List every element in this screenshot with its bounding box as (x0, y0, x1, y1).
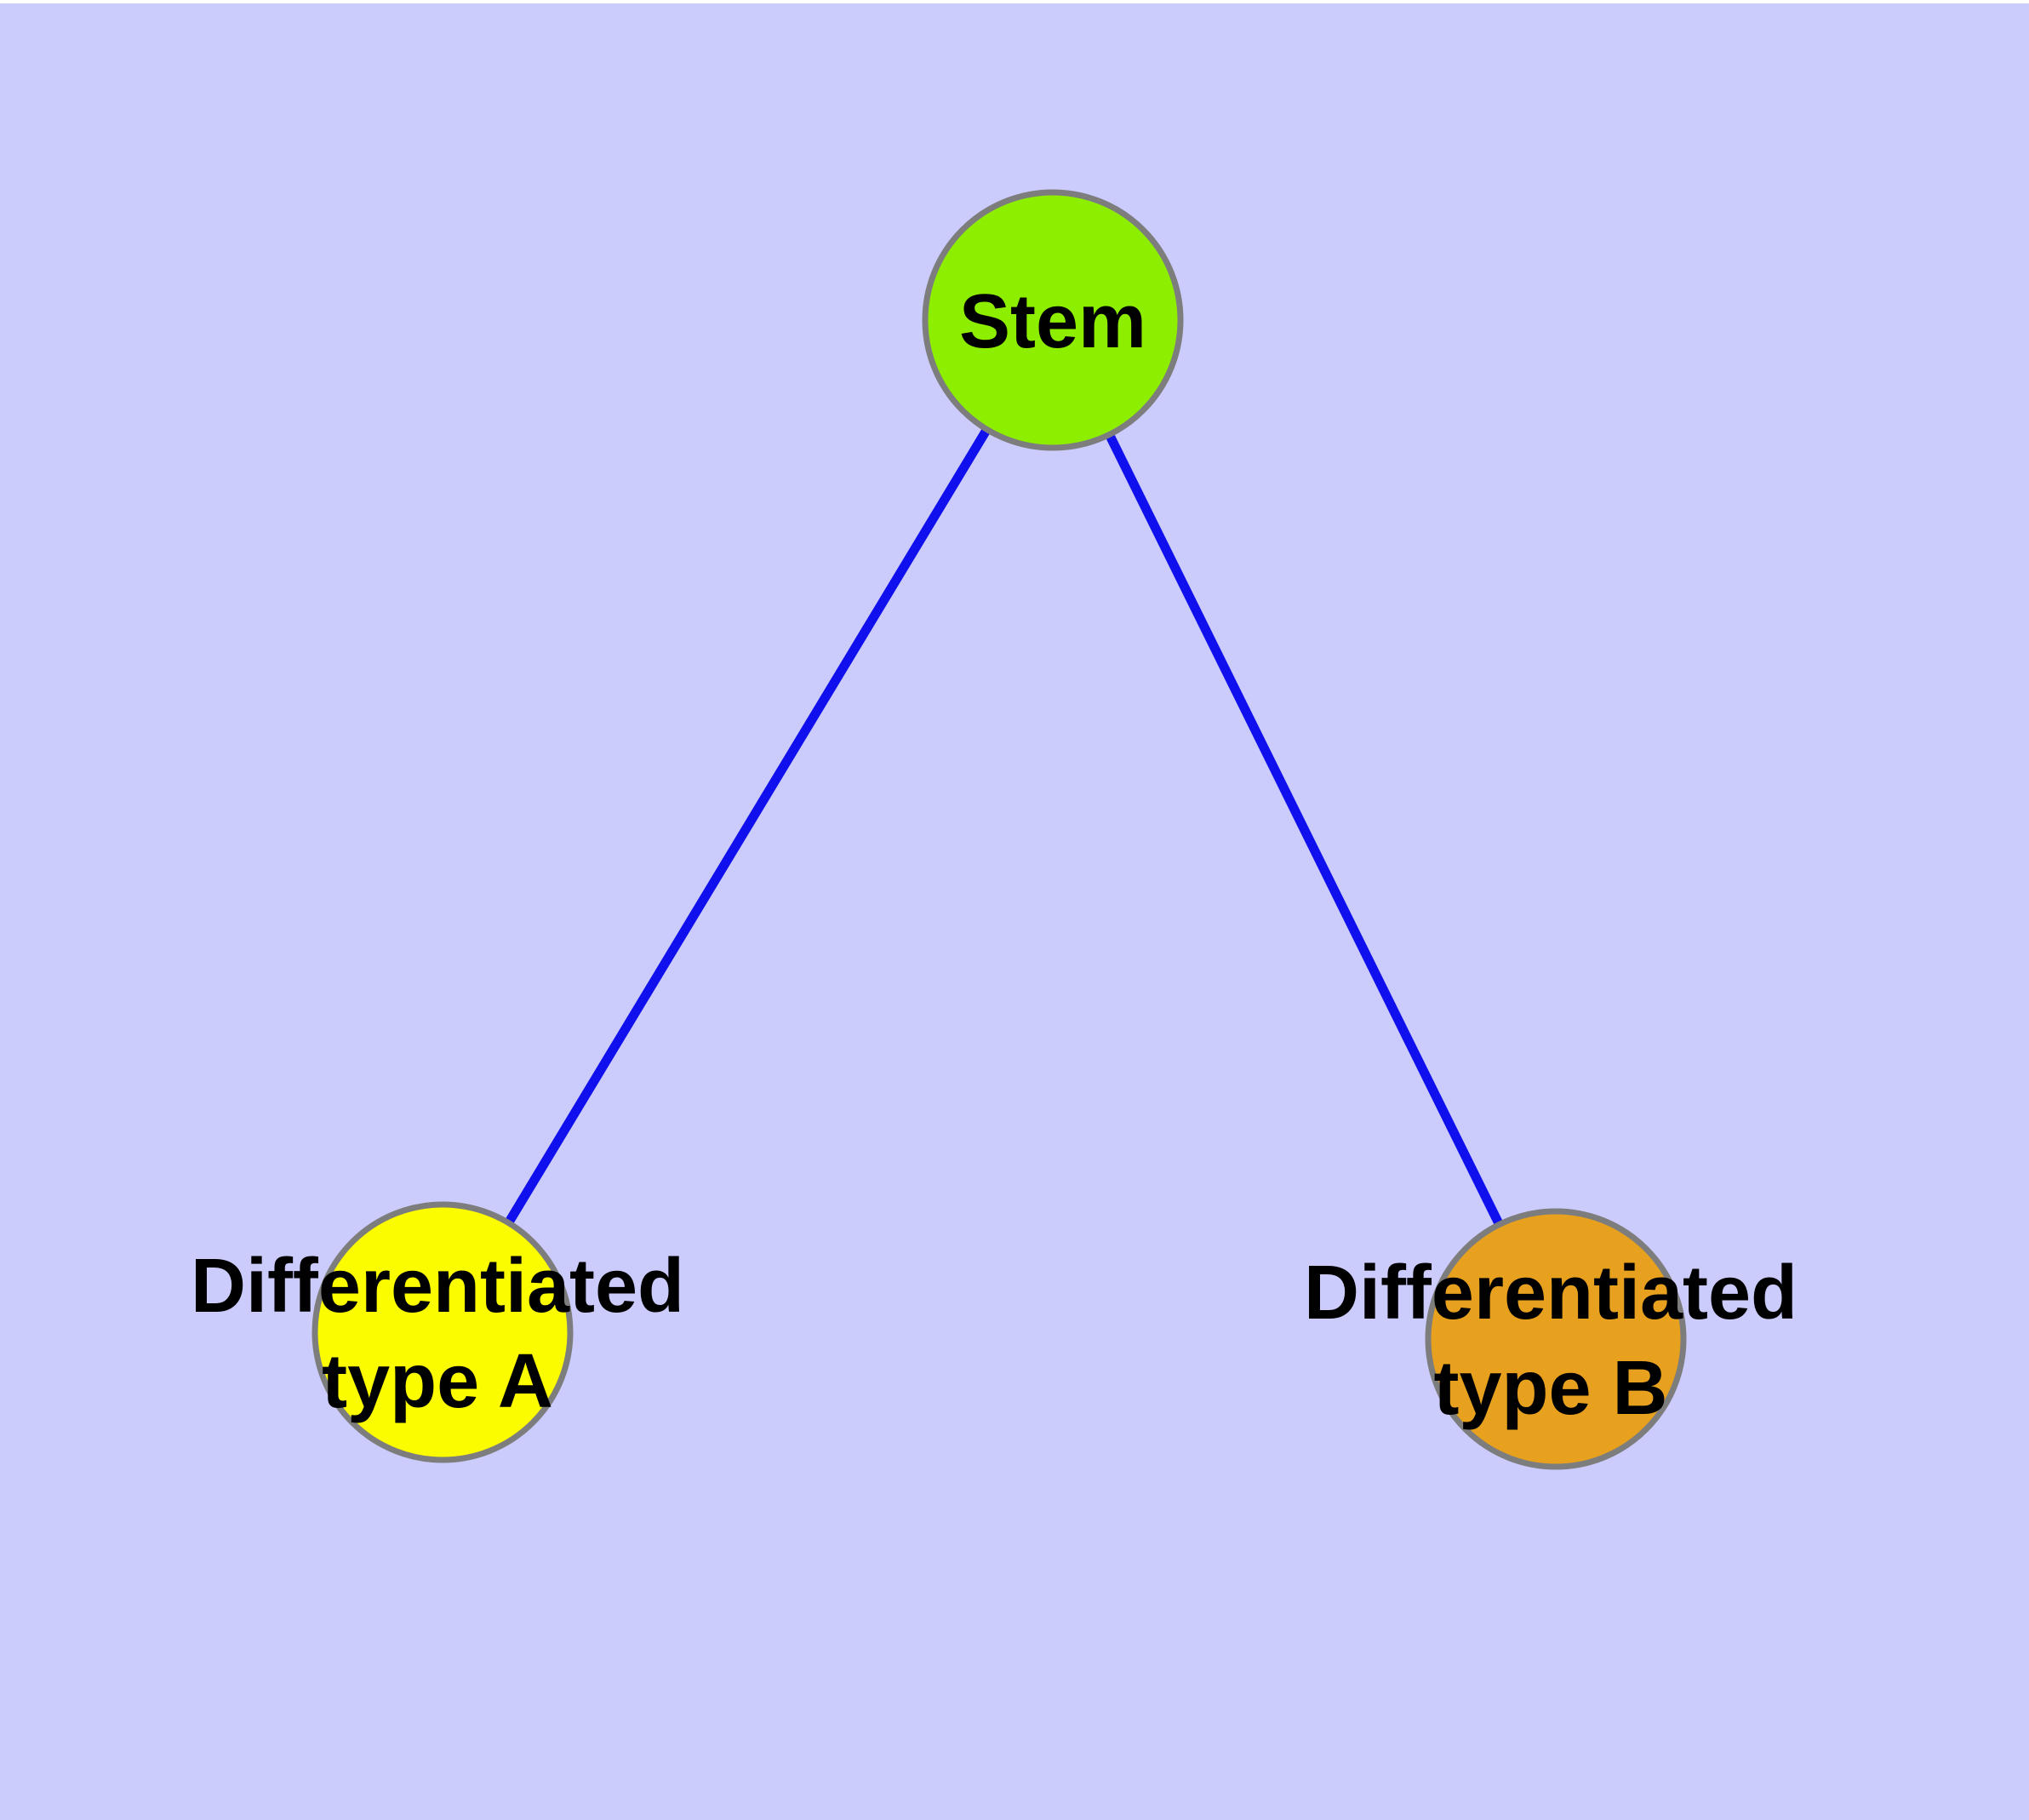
node-stem-label: Stem (959, 279, 1146, 364)
node-type-b-label-line2: type B (1433, 1346, 1667, 1431)
node-type-a-circle (311, 1201, 574, 1463)
edge-stem-to-type-a (438, 318, 1057, 1335)
node-type-a-label-line2: type A (322, 1339, 553, 1424)
node-type-a-label-line1: Differentiated (191, 1244, 684, 1329)
node-type-b-circle (1425, 1208, 1687, 1470)
edge-stem-to-type-b (1049, 318, 1560, 1342)
node-stem-circle (922, 189, 1184, 451)
top-margin-strip (0, 0, 2029, 3)
node-type-b-label-line1: Differentiated (1304, 1251, 1798, 1336)
